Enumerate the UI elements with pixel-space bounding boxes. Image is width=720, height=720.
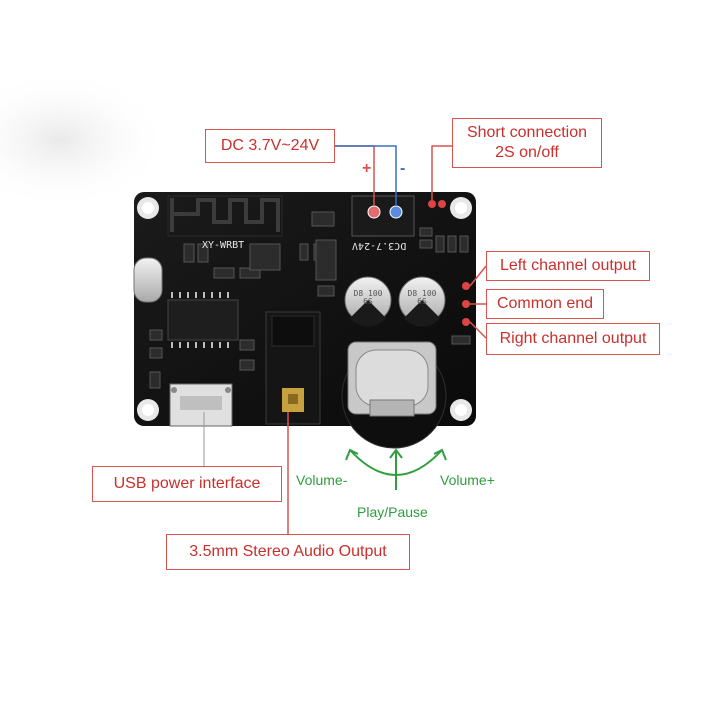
- left-channel-callout: Left channel output: [486, 251, 650, 281]
- capacitor-right-text: D8 100 6S: [406, 290, 438, 306]
- play-pause-label: Play/Pause: [357, 504, 428, 520]
- common-end-callout: Common end: [486, 289, 604, 319]
- bluetooth-chip: [168, 292, 238, 348]
- crystal-oscillator: [134, 258, 162, 302]
- audio-output-callout: 3.5mm Stereo Audio Output: [166, 534, 410, 570]
- volume-plus-label: Volume+: [440, 472, 495, 488]
- polarity-plus-label: +: [362, 160, 371, 178]
- left-channel-label: Left channel output: [500, 256, 636, 276]
- usb-power-callout: USB power interface: [92, 466, 282, 502]
- right-channel-callout: Right channel output: [486, 323, 660, 355]
- knob-arrows: [346, 450, 446, 490]
- volume-minus-label: Volume-: [296, 472, 347, 488]
- usb-power-label: USB power interface: [114, 474, 261, 494]
- dc-input-label: DC 3.7V~24V: [221, 136, 319, 156]
- audio-jack: [266, 312, 320, 424]
- right-channel-label: Right channel output: [500, 329, 647, 349]
- short-connection-label-line2: 2S on/off: [495, 143, 559, 163]
- audio-output-label: 3.5mm Stereo Audio Output: [189, 542, 386, 562]
- short-connection-label-line1: Short connection: [467, 123, 587, 143]
- common-end-label: Common end: [497, 294, 593, 314]
- polarity-minus-label: -: [400, 160, 405, 178]
- dc-input-callout: DC 3.7V~24V: [205, 129, 335, 163]
- board-voltage-text: DC3.7-24V: [352, 240, 406, 251]
- short-connection-callout: Short connection 2S on/off: [452, 118, 602, 168]
- capacitor-left-text: D8 100 6S: [352, 290, 384, 306]
- usb-port: [170, 384, 232, 426]
- power-terminal: [352, 196, 414, 236]
- board-model-text: XY-WRBT: [202, 240, 244, 251]
- volume-knob: [342, 342, 446, 448]
